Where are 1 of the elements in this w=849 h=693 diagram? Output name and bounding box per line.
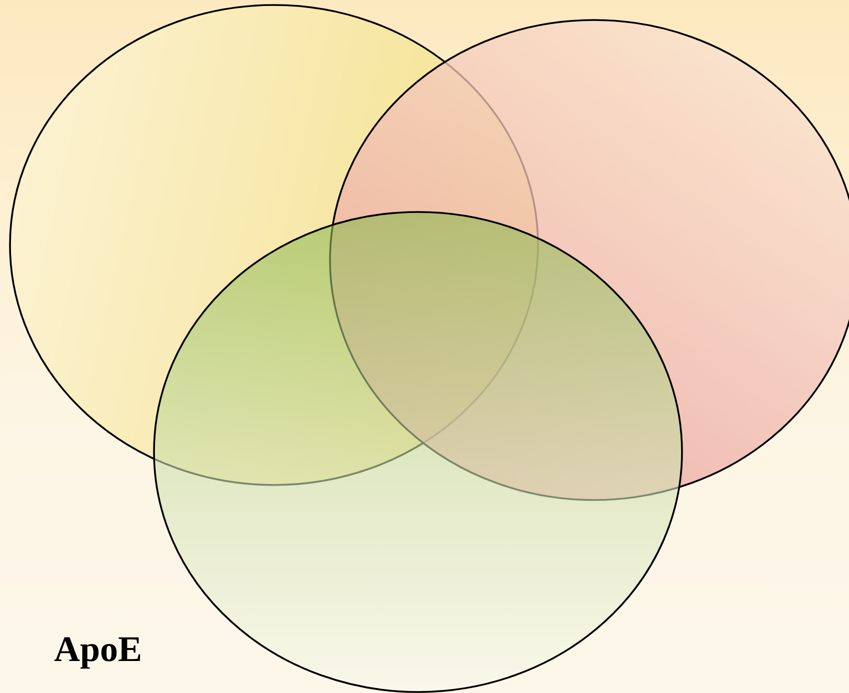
diagram-label: ApoE	[54, 628, 142, 670]
